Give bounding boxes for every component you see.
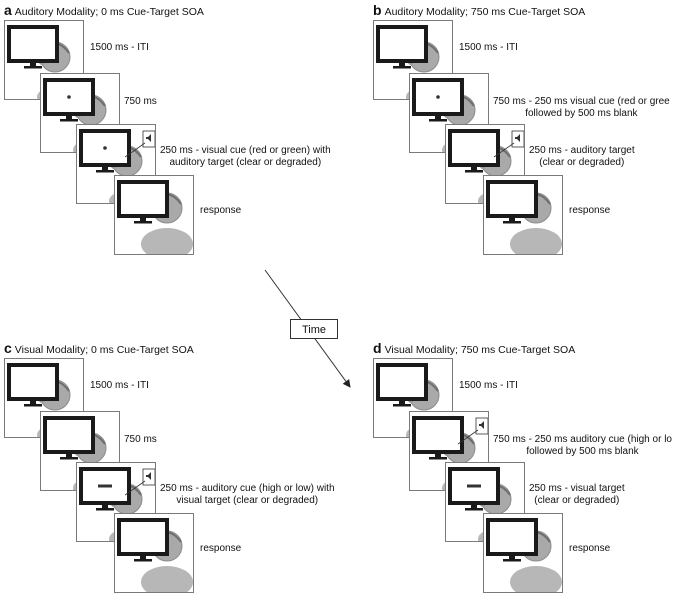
step-label-line-1: response bbox=[569, 205, 611, 216]
monitor-icon bbox=[117, 180, 169, 224]
step-label-line-1: 250 ms - visual target bbox=[529, 483, 625, 494]
speaker-icon bbox=[124, 468, 155, 496]
panel-c-step-2-label: 750 ms bbox=[124, 434, 157, 446]
step-label-line-1: 750 ms - 250 ms visual cue (red or gree bbox=[493, 96, 670, 107]
panel-c-step-4-label: response bbox=[200, 543, 241, 555]
panel-c-step-3-label: 250 ms - auditory cue (high or low) with… bbox=[160, 483, 335, 507]
monitor-icon bbox=[43, 78, 95, 122]
panel-d-step-1-label: 1500 ms - ITI bbox=[459, 380, 518, 392]
panel-a-step-1-label: 1500 ms - ITI bbox=[90, 42, 149, 54]
step-label-line-1: 1500 ms - ITI bbox=[459, 42, 518, 53]
monitor-icon bbox=[412, 416, 464, 460]
step-label-line-1: 1500 ms - ITI bbox=[90, 380, 149, 391]
panel-d-step-2-label: 750 ms - 250 ms auditory cue (high or lo… bbox=[493, 434, 672, 458]
monitor-icon bbox=[79, 467, 131, 511]
panel-b-letter: b bbox=[373, 2, 382, 18]
panel-a-frame-4 bbox=[114, 175, 194, 255]
step-label-line-2: followed by 500 ms blank bbox=[525, 108, 638, 119]
step-label-line-1: 750 ms - 250 ms auditory cue (high or lo bbox=[493, 434, 672, 445]
time-label: Time bbox=[290, 319, 338, 339]
step-label-line-1: 250 ms - auditory cue (high or low) with bbox=[160, 483, 335, 494]
panel-b-frame-4 bbox=[483, 175, 563, 255]
monitor-icon bbox=[412, 78, 464, 122]
step-label-line-2: followed by 500 ms blank bbox=[526, 446, 639, 457]
panel-d-letter: d bbox=[373, 340, 382, 356]
panel-b-step-3-label: 250 ms - auditory target(clear or degrad… bbox=[529, 145, 635, 169]
step-label-line-1: 750 ms bbox=[124, 434, 157, 445]
monitor-icon bbox=[448, 467, 500, 511]
panel-a-step-4-label: response bbox=[200, 205, 241, 217]
panel-d-title-text: Visual Modality; 750 ms Cue-Target SOA bbox=[384, 344, 576, 356]
panel-d-step-4-label: response bbox=[569, 543, 610, 555]
step-label-line-2: (clear or degraded) bbox=[539, 157, 625, 168]
monitor-icon bbox=[486, 518, 538, 562]
monitor-icon bbox=[376, 25, 428, 69]
monitor-icon bbox=[7, 25, 59, 69]
panel-c-letter: c bbox=[4, 340, 12, 356]
step-label-line-1: response bbox=[200, 543, 242, 554]
step-label-line-1: 750 ms bbox=[124, 96, 157, 107]
step-label-line-2: (clear or degraded) bbox=[534, 495, 620, 506]
panel-c-frame-4 bbox=[114, 513, 194, 593]
speaker-icon bbox=[124, 130, 155, 158]
step-label-line-1: 1500 ms - ITI bbox=[90, 42, 149, 53]
panel-c-title-text: Visual Modality; 0 ms Cue-Target SOA bbox=[14, 344, 194, 356]
panel-c-step-1-label: 1500 ms - ITI bbox=[90, 380, 149, 392]
step-label-line-1: response bbox=[569, 543, 611, 554]
step-label-line-1: 250 ms - auditory target bbox=[529, 145, 635, 156]
monitor-icon bbox=[486, 180, 538, 224]
step-label-line-2: auditory target (clear or degraded) bbox=[169, 157, 322, 168]
speaker-icon bbox=[493, 130, 524, 158]
visual-target-bar bbox=[467, 484, 481, 488]
monitor-icon bbox=[43, 416, 95, 460]
panel-a-title-text: Auditory Modality; 0 ms Cue-Target SOA bbox=[14, 6, 204, 18]
step-label-line-1: 1500 ms - ITI bbox=[459, 380, 518, 391]
visual-cue-dot bbox=[67, 95, 71, 99]
panel-a-step-2-label: 750 ms bbox=[124, 96, 157, 108]
step-label-line-2: visual target (clear or degraded) bbox=[176, 495, 319, 506]
monitor-icon bbox=[376, 363, 428, 407]
step-label-line-1: response bbox=[200, 205, 242, 216]
visual-cue-dot bbox=[436, 95, 440, 99]
panel-b-title-text: Auditory Modality; 750 ms Cue-Target SOA bbox=[384, 6, 586, 18]
panel-b-step-4-label: response bbox=[569, 205, 610, 217]
visual-cue-dot bbox=[103, 146, 107, 150]
monitor-icon bbox=[7, 363, 59, 407]
monitor-icon bbox=[117, 518, 169, 562]
panel-a-letter: a bbox=[4, 2, 12, 18]
step-label-line-1: 250 ms - visual cue (red or green) with bbox=[160, 145, 331, 156]
monitor-icon bbox=[448, 129, 500, 173]
panel-d-step-3-label: 250 ms - visual target(clear or degraded… bbox=[529, 483, 625, 507]
speaker-icon bbox=[457, 417, 488, 445]
panel-d-frame-4 bbox=[483, 513, 563, 593]
panel-b-step-1-label: 1500 ms - ITI bbox=[459, 42, 518, 54]
visual-target-bar bbox=[98, 484, 112, 488]
monitor-icon bbox=[79, 129, 131, 173]
